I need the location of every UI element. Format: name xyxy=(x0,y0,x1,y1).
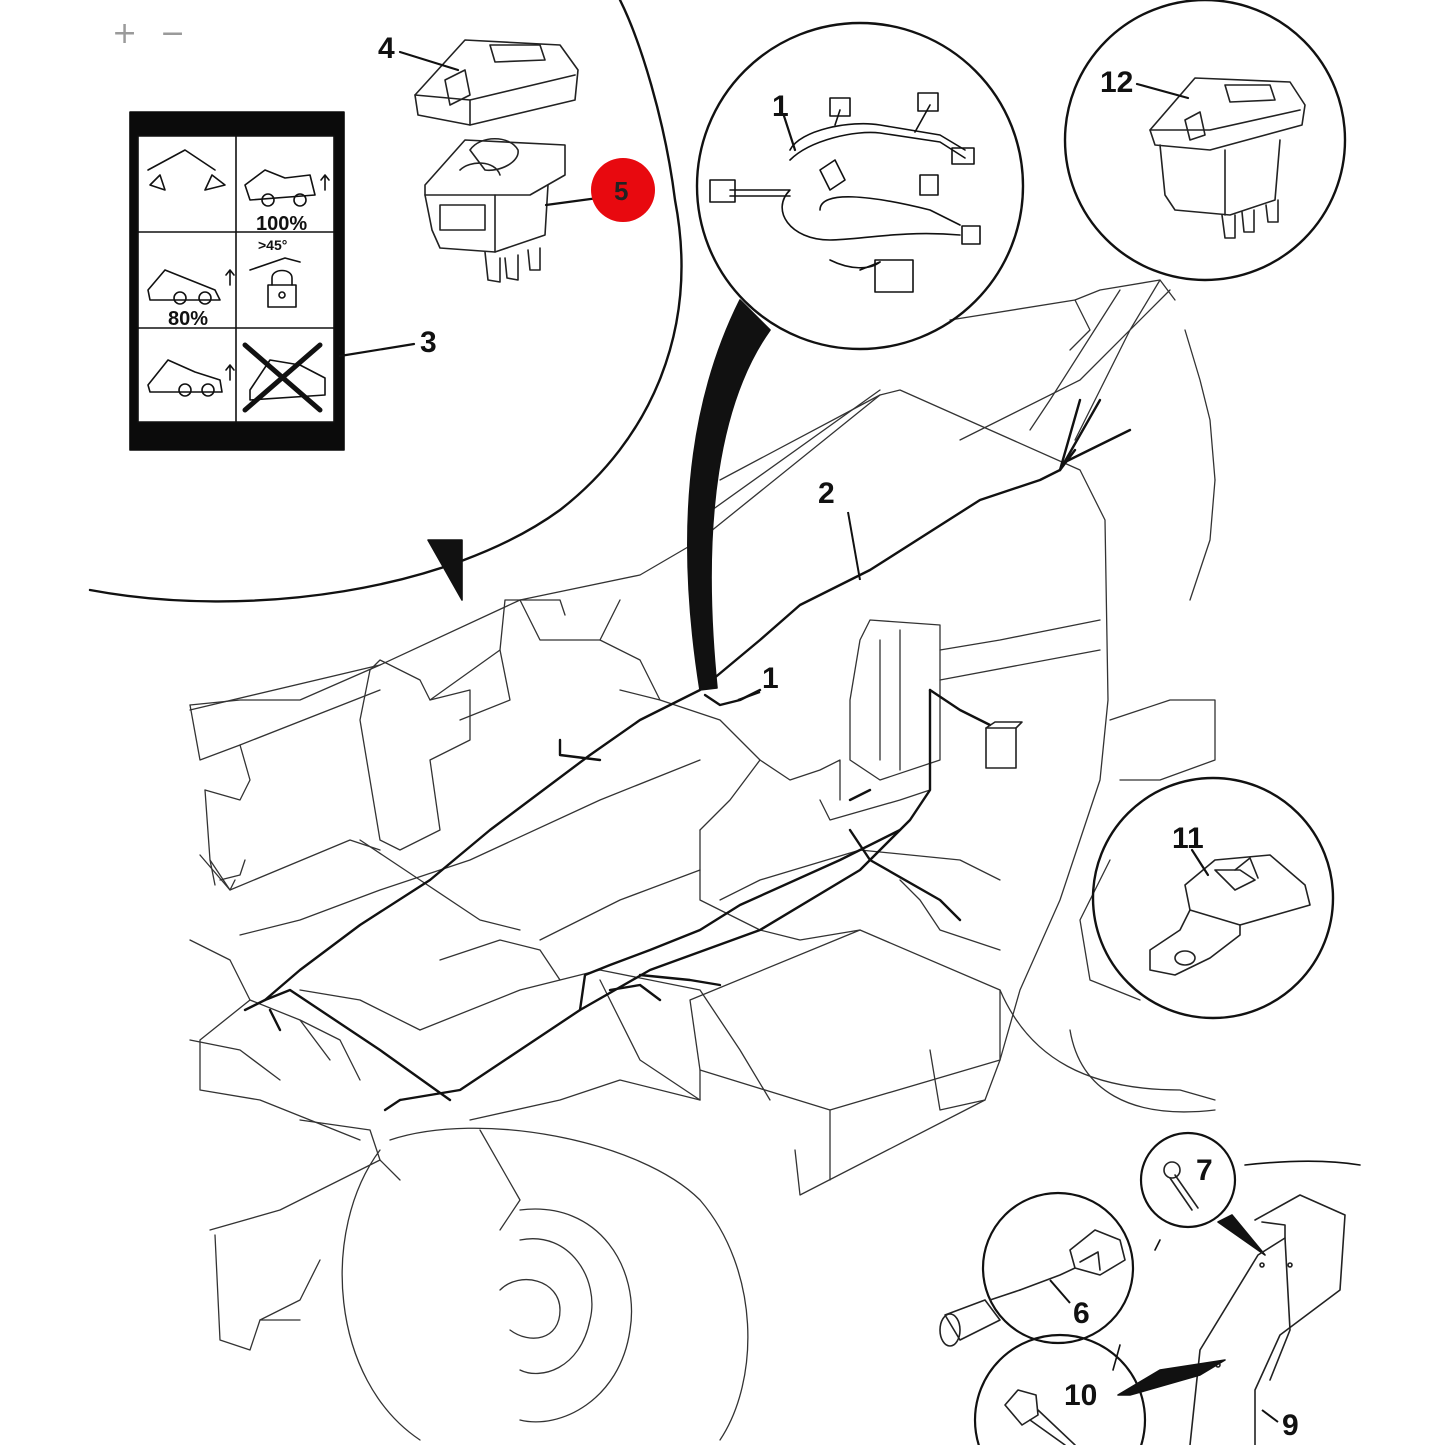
callout-4: 4 xyxy=(378,32,395,65)
decal-label-100: 100% xyxy=(256,213,307,235)
callout-1-harness: 1 xyxy=(762,662,779,695)
callout-3: 3 xyxy=(420,326,437,359)
rocker-cap xyxy=(414,39,579,126)
wiring-harness xyxy=(243,398,1132,1112)
pressure-sensor xyxy=(939,1229,1126,1347)
detail-circle-switch xyxy=(88,0,683,603)
detail-circle-bolt-long xyxy=(973,1333,1147,1445)
callout-11: 11 xyxy=(1172,822,1204,855)
detail-circle-bolt xyxy=(1139,1131,1237,1229)
padlock-icon xyxy=(271,269,293,286)
long-bolt xyxy=(1004,1389,1076,1445)
harness-pointer xyxy=(687,299,771,691)
decal-label-80: 80% xyxy=(168,308,208,330)
machine-chassis xyxy=(189,279,1216,1441)
selected-part-marker[interactable] xyxy=(591,158,655,222)
callout-1-detail: 1 xyxy=(772,90,789,123)
zoom-in-icon[interactable]: + xyxy=(112,16,138,51)
callout-2: 2 xyxy=(818,477,835,510)
callout-7: 7 xyxy=(1196,1154,1213,1187)
harness-connector-block xyxy=(985,727,1017,769)
detail-circle-harness xyxy=(695,21,1025,351)
rocker-switch-body xyxy=(424,138,566,283)
cable-clip xyxy=(1149,854,1311,976)
bolt xyxy=(1163,1161,1199,1211)
decal-label-45: >45° xyxy=(258,237,287,253)
detail-circle-sensor xyxy=(981,1191,1135,1345)
detail-pointer xyxy=(427,539,463,601)
callout-9: 9 xyxy=(1282,1409,1299,1442)
callout-10: 10 xyxy=(1064,1379,1097,1412)
detail-circle-clip xyxy=(1091,776,1335,1020)
rocker-switch-assembly xyxy=(1149,77,1306,239)
warning-decal xyxy=(129,111,345,451)
callout-6: 6 xyxy=(1073,1297,1090,1330)
mounting-bracket xyxy=(1189,1194,1346,1445)
zoom-out-icon[interactable]: − xyxy=(160,16,186,51)
detail-circle-switch-alt xyxy=(1063,0,1347,282)
callout-12: 12 xyxy=(1100,66,1133,99)
callout-5[interactable]: 5 xyxy=(614,176,628,206)
harness-subassembly xyxy=(709,92,981,293)
